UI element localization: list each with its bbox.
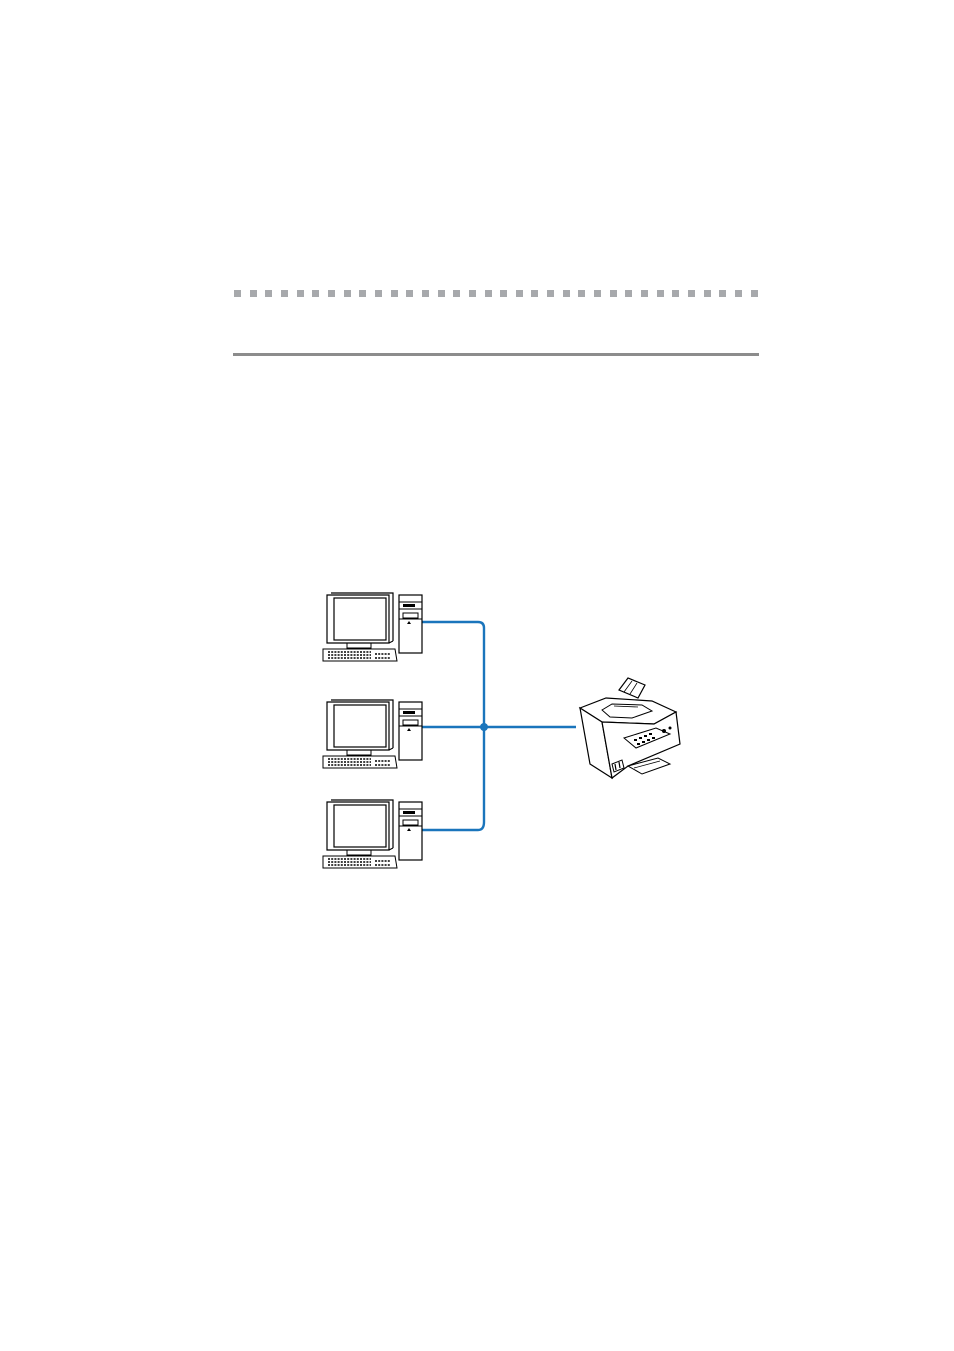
desktop-pc-icon <box>323 800 422 868</box>
network-links <box>421 622 576 830</box>
desktop-pc-icon <box>323 700 422 768</box>
hub-junction <box>480 723 488 731</box>
desktop-pc-icon <box>323 593 422 661</box>
printer-fax-icon <box>580 678 680 778</box>
